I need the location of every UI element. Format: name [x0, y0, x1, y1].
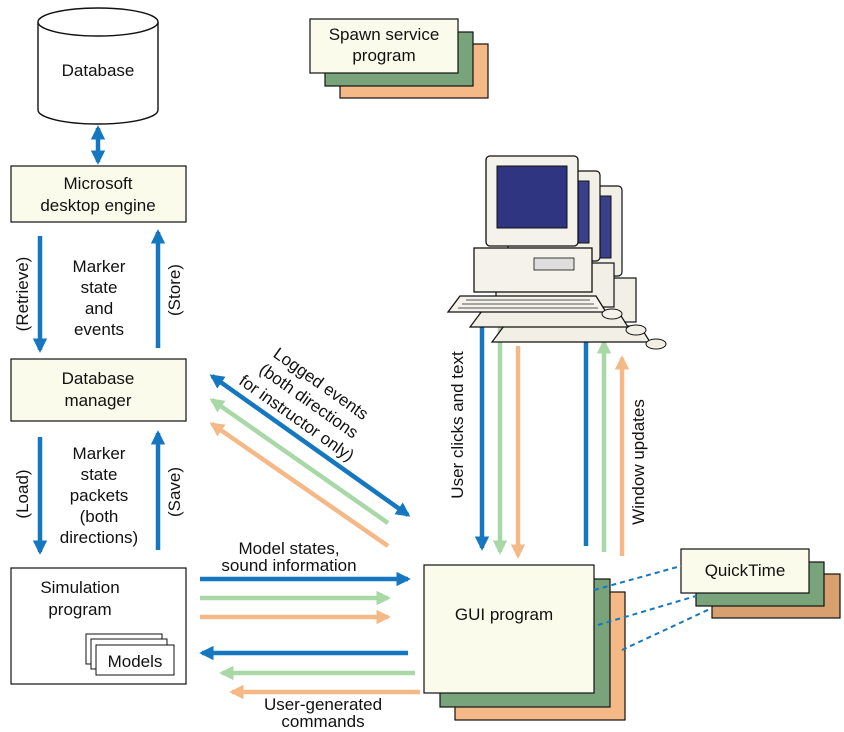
- quicktime-node: QuickTime: [680, 548, 841, 619]
- svg-text:sound information: sound information: [221, 556, 356, 575]
- svg-text:and: and: [85, 299, 113, 318]
- logged-events-orange-arrow: [209, 422, 390, 548]
- svg-text:events: events: [74, 320, 124, 339]
- spawn-label-line1: Spawn service: [329, 25, 440, 44]
- simulation-program-node: Simulation program Models: [10, 567, 187, 685]
- logged-events-blue-arrow: [209, 374, 411, 517]
- logged-events-green-arrow: [209, 398, 390, 525]
- msde-label-line1: Microsoft: [64, 174, 133, 193]
- svg-text:packets: packets: [70, 486, 129, 505]
- spawn-service-node: Spawn service program: [309, 18, 489, 99]
- sim-label-line2: program: [48, 600, 111, 619]
- database-manager-node: Database manager: [10, 358, 187, 422]
- marker-packets-label: Marker state packets (both directions): [60, 444, 138, 547]
- svg-text:state: state: [81, 465, 118, 484]
- dbm-label-line1: Database: [62, 369, 135, 388]
- msde-label-line2: desktop engine: [40, 196, 155, 215]
- database-node: Database: [37, 7, 159, 125]
- svg-text:User-generated: User-generated: [264, 695, 382, 714]
- gui-label: GUI program: [455, 605, 553, 624]
- model-states-label: Model states, sound information: [221, 539, 356, 575]
- database-label: Database: [62, 61, 135, 80]
- store-label: (Store): [165, 264, 184, 316]
- gui-program-node: GUI program: [423, 564, 626, 721]
- quicktime-connectors: [593, 565, 713, 651]
- quicktime-label: QuickTime: [705, 561, 786, 580]
- svg-text:state: state: [81, 278, 118, 297]
- svg-text:Marker: Marker: [73, 257, 126, 276]
- retrieve-label: (Retrieve): [13, 257, 32, 332]
- svg-text:(both: (both: [80, 507, 119, 526]
- window-updates-label: Window updates: [629, 399, 648, 525]
- sim-label-line1: Simulation: [40, 578, 119, 597]
- marker-state-events-label: Marker state and events: [73, 257, 126, 339]
- save-label: (Save): [165, 467, 184, 517]
- load-label: (Load): [13, 469, 32, 518]
- spawn-label-line2: program: [352, 46, 415, 65]
- desktop-computer-icon: [446, 155, 667, 350]
- svg-text:Model states,: Model states,: [238, 539, 339, 558]
- msde-node: Microsoft desktop engine: [10, 165, 187, 223]
- user-commands-label: User-generated commands: [264, 695, 382, 731]
- user-clicks-label: User clicks and text: [448, 351, 467, 499]
- svg-text:commands: commands: [281, 712, 364, 731]
- dbm-label-line2: manager: [64, 391, 131, 410]
- svg-text:directions): directions): [60, 528, 138, 547]
- models-stack: Models: [85, 633, 175, 676]
- models-label: Models: [108, 652, 163, 671]
- svg-text:Marker: Marker: [73, 444, 126, 463]
